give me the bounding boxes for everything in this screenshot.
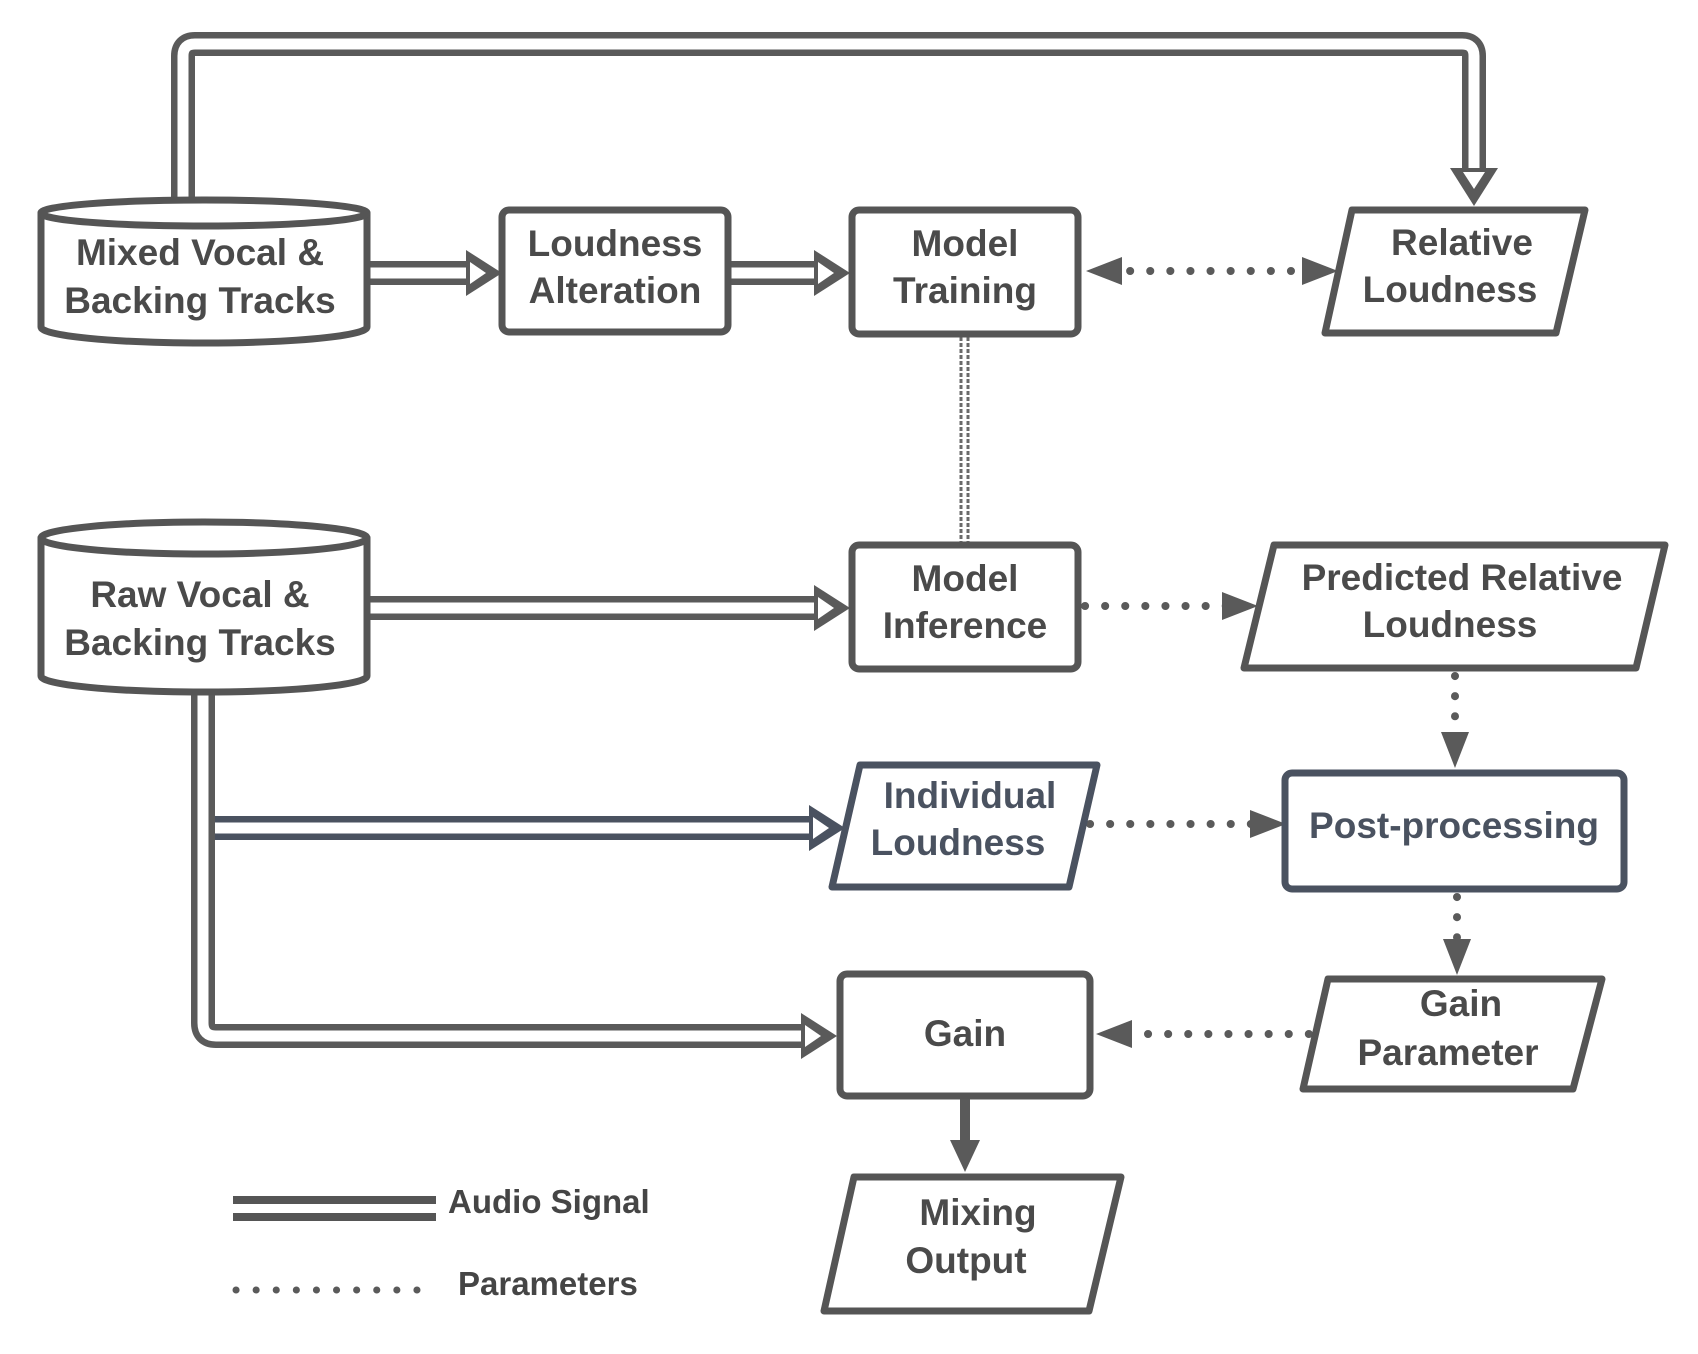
- param-link-post-gainparam: [1443, 893, 1471, 975]
- node-mixed-tracks-line2: Backing Tracks: [64, 280, 335, 321]
- audio-link-gain-to-output: [950, 1098, 980, 1172]
- node-model-training: Model Training: [848, 206, 1082, 338]
- node-model-training-line2: Training: [893, 270, 1037, 311]
- node-model-inference: Model Inference: [848, 541, 1082, 673]
- param-link-inference-predicted: [1081, 592, 1258, 620]
- audio-link-raw-to-gain: [191, 695, 837, 1059]
- param-link-individual-post: [1086, 810, 1286, 838]
- link-training-inference: [959, 337, 970, 542]
- node-relative-loudness-line2: Loudness: [1363, 269, 1538, 310]
- audio-link-mixed-to-alteration: [367, 250, 502, 296]
- param-link-training-relative: [1086, 257, 1338, 285]
- node-relative-loudness: Relative Loudness: [1321, 206, 1589, 337]
- node-individual-line1: Individual: [884, 775, 1057, 816]
- audio-link-raw-to-individual: [191, 695, 845, 851]
- node-predicted-line1: Predicted Relative: [1302, 557, 1623, 598]
- node-loudness-alteration-line1: Loudness: [528, 223, 703, 264]
- node-gain-parameter-line2: Parameter: [1357, 1032, 1538, 1073]
- node-raw-tracks-line2: Backing Tracks: [64, 622, 335, 663]
- node-model-training-line1: Model: [912, 223, 1019, 264]
- node-post-processing-label: Post-processing: [1309, 805, 1599, 846]
- node-predicted-line2: Loudness: [1363, 604, 1538, 645]
- audio-connectors: [171, 32, 1498, 1172]
- node-model-inference-line2: Inference: [883, 605, 1048, 646]
- parameter-connectors: [959, 257, 1471, 1048]
- node-predicted-relative-loudness: Predicted Relative Loudness: [1240, 541, 1669, 672]
- node-mixing-output-line2: Output: [905, 1240, 1026, 1281]
- legend-audio-signal-label: Audio Signal: [448, 1183, 650, 1220]
- audio-link-alteration-to-training: [730, 250, 850, 296]
- node-gain: Gain: [836, 970, 1094, 1100]
- legend-parameters-label: Parameters: [458, 1265, 638, 1302]
- node-post-processing: Post-processing: [1281, 769, 1628, 893]
- legend-audio-signal: Audio Signal: [233, 1183, 650, 1221]
- node-mixing-output-line1: Mixing: [919, 1192, 1036, 1233]
- node-gain-parameter: Gain Parameter: [1299, 975, 1606, 1093]
- legend-parameters: Parameters: [232, 1265, 638, 1302]
- node-relative-loudness-line1: Relative: [1391, 222, 1533, 263]
- param-link-gainparam-gain: [1096, 1020, 1322, 1048]
- audio-link-raw-to-inference: [367, 585, 850, 631]
- node-gain-label: Gain: [924, 1013, 1006, 1054]
- param-link-predicted-post: [1441, 672, 1469, 768]
- node-individual-loudness: Individual Loudness: [828, 761, 1101, 891]
- node-loudness-alteration-line2: Alteration: [529, 270, 702, 311]
- node-individual-line2: Loudness: [871, 822, 1046, 863]
- node-loudness-alteration: Loudness Alteration: [498, 206, 732, 336]
- node-model-inference-line1: Model: [912, 558, 1019, 599]
- audio-link-mixed-to-relative: [171, 32, 1498, 206]
- node-mixed-tracks-line1: Mixed Vocal &: [76, 232, 324, 273]
- node-raw-tracks: Raw Vocal & Backing Tracks: [37, 518, 371, 696]
- node-gain-parameter-line1: Gain: [1420, 983, 1502, 1024]
- node-mixing-output: Mixing Output: [820, 1173, 1125, 1315]
- legend: Audio Signal Parameters: [232, 1183, 650, 1302]
- node-mixed-tracks: Mixed Vocal & Backing Tracks: [37, 196, 371, 347]
- node-raw-tracks-line1: Raw Vocal &: [90, 574, 309, 615]
